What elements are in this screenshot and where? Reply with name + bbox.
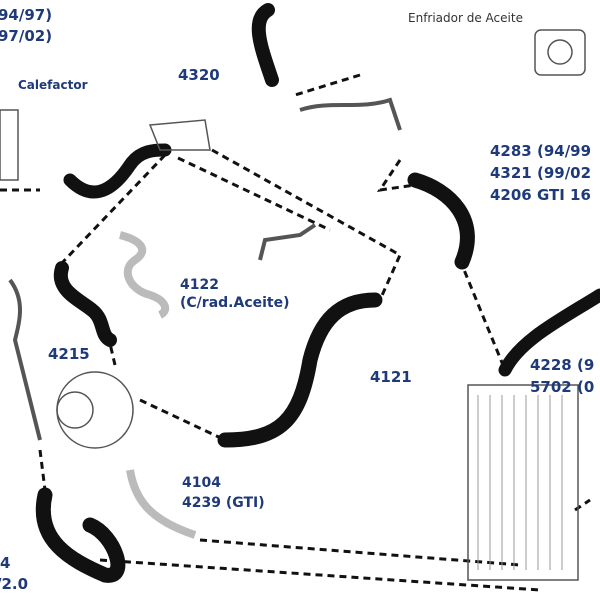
pipe-left (8, 278, 42, 441)
label-4321: 4321 (99/02 (490, 164, 592, 182)
outline-parts (0, 29, 586, 581)
hose-4104-outline (126, 469, 197, 539)
label-4122: 4122 (180, 277, 219, 293)
label-top-left-1: 94/97) (0, 6, 53, 24)
hose-4228 (498, 288, 600, 377)
label-4228: 4228 (9 (530, 356, 595, 374)
hose-4121 (217, 292, 383, 448)
hose-4283 (407, 172, 475, 270)
label-4206: 4206 GTI 16 (490, 186, 591, 204)
hose-bottom (35, 487, 126, 583)
pipe-4122 (258, 223, 317, 261)
label-4283: 4283 (94/99 (490, 142, 592, 160)
hoses (35, 3, 600, 583)
hose-4320 (251, 3, 279, 87)
label-5702: 5702 (0 (530, 378, 595, 396)
label-4122-note: (C/rad.Aceite) (180, 295, 290, 311)
hose-4215 (53, 261, 117, 347)
radiator (467, 384, 579, 581)
label-4121: 4121 (370, 368, 412, 386)
hose-heater (63, 143, 172, 199)
label-bottom-left-2: /2.0 (0, 575, 29, 593)
label-top-left-2: 97/02) (0, 27, 53, 45)
hose-4122-outline (118, 231, 170, 319)
water-pump (56, 371, 134, 449)
oil-cooler (534, 29, 586, 76)
connection-lines (0, 73, 591, 592)
label-4215: 4215 (48, 345, 90, 363)
label-4239: 4239 (GTI) (182, 495, 265, 511)
label-4320: 4320 (178, 66, 220, 84)
heater-core (0, 109, 19, 181)
thermostat-housing (148, 119, 211, 151)
label-calefactor: Calefactor (18, 78, 88, 92)
label-enfriador-aceite: Enfriador de Aceite (408, 11, 523, 25)
metal-pipe-4320 (299, 97, 402, 131)
label-bottom-left-1: 4 (0, 554, 11, 572)
label-4104: 4104 (182, 475, 221, 491)
